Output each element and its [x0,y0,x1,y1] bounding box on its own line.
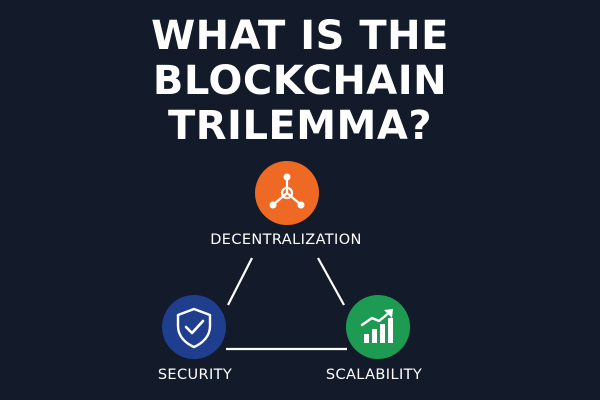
security-node [162,295,226,359]
network-hub-icon [269,173,305,209]
title-line-2: BLOCKCHAIN [152,58,448,104]
title-line-1: WHAT IS THE [151,13,449,59]
scalability-label: SCALABILITY [325,367,423,383]
security-label: SECURITY [157,367,233,383]
connector-decentralization-security [227,257,253,306]
decentralization-label: DECENTRALIZATION [210,232,362,248]
connector-decentralization-scalability [317,257,345,306]
scalability-node [346,295,410,359]
page-title: WHAT IS THE BLOCKCHAIN TRILEMMA? [0,14,600,149]
shield-check-icon [176,307,212,349]
decentralization-node [255,161,319,225]
title-line-3: TRILEMMA? [167,103,433,149]
growth-chart-icon [360,309,393,343]
